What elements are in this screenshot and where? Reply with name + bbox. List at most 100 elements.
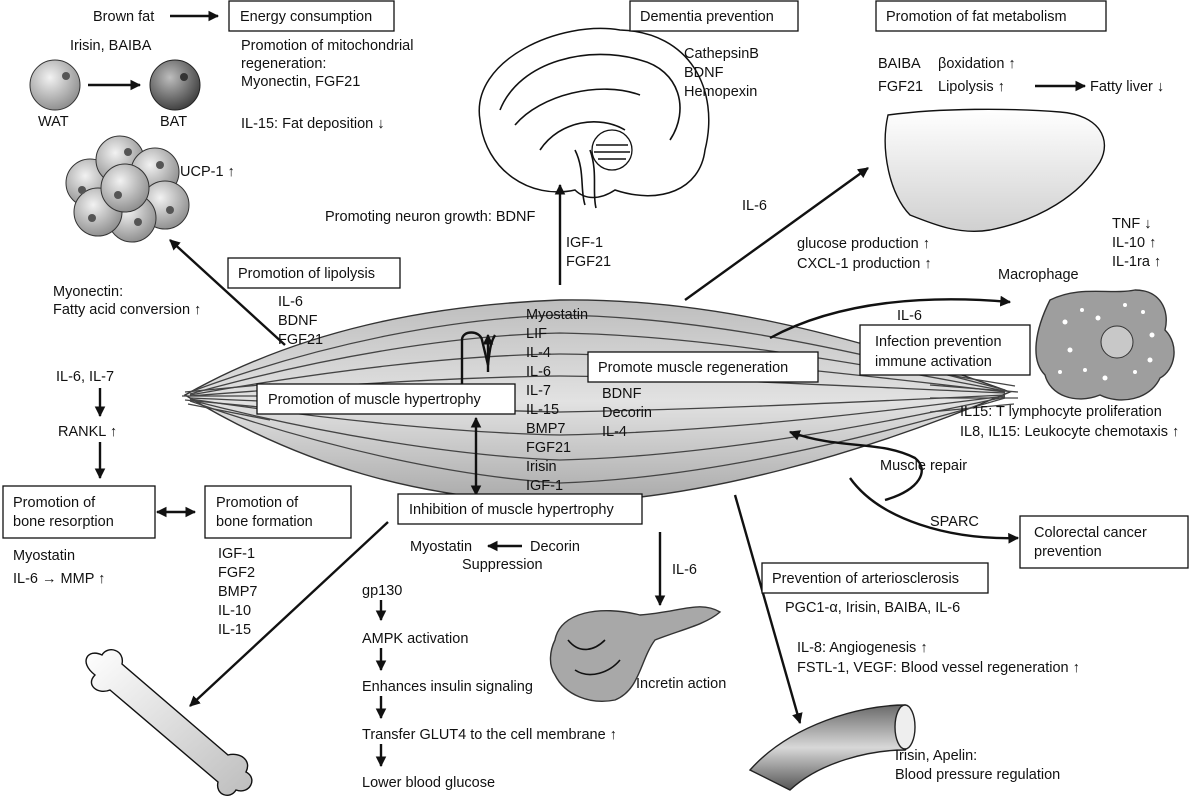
immune-il6-label: IL-6 — [897, 308, 922, 324]
myokine-item: Irisin — [526, 459, 557, 475]
bone-resorption-box — [2, 485, 156, 539]
infection-prevention-line2: immune activation — [875, 354, 992, 370]
bone-formation-item: IL-10 — [218, 603, 251, 619]
glucose-step: gp130 — [362, 583, 402, 599]
inhibition-hypertrophy-title: Inhibition of muscle hypertrophy — [409, 502, 614, 518]
brain-igf1-label: IGF-1 — [566, 235, 603, 251]
brain-fgf21-label: FGF21 — [566, 254, 611, 270]
liver-fgf21-label: FGF21 — [878, 79, 923, 95]
dementia-item: Hemopexin — [684, 84, 757, 100]
glucose-step: Lower blood glucose — [362, 775, 495, 791]
myokine-item: IL-6 — [526, 364, 551, 380]
ucp1-label: UCP-1 ↑ — [180, 164, 235, 180]
cancer-prevention-box — [1019, 515, 1189, 569]
dementia-item: BDNF — [684, 65, 724, 81]
boxes — [2, 0, 1189, 594]
inhibition-hypertrophy-box — [397, 493, 643, 525]
mito-regen-line2: regeneration: — [241, 56, 326, 72]
myokine-item: BMP7 — [526, 421, 566, 437]
muscle-repair-label: Muscle repair — [880, 458, 967, 474]
suppression-myostatin-label: Myostatin — [410, 539, 472, 555]
mito-regen-line1: Promotion of mitochondrial — [241, 38, 413, 54]
fat-metabolism-title: Promotion of fat metabolism — [886, 9, 1067, 25]
fatty-liver-label: Fatty liver ↓ — [1090, 79, 1164, 95]
macrophage-label: Macrophage — [998, 267, 1079, 283]
fat-metabolism-box — [875, 0, 1107, 32]
bone-formation-item: IL-15 — [218, 622, 251, 638]
il15-fat-deposition: IL-15: Fat deposition ↓ — [241, 116, 384, 132]
cancer-prevention-line1: Colorectal cancer — [1034, 525, 1147, 541]
lipolysis-box — [227, 257, 401, 289]
myokine-item: Myostatin — [526, 307, 588, 323]
infection-prevention-line1: Infection prevention — [875, 334, 1002, 350]
tnf-label: TNF ↓ — [1112, 216, 1151, 232]
irisin-baiba-label: Irisin, BAIBA — [70, 38, 152, 54]
blood-vessel-illustration — [748, 704, 916, 791]
muscle-illustration — [182, 299, 1019, 504]
suppression-label: Suppression — [462, 557, 543, 573]
muscle-fibers — [189, 314, 1006, 484]
myonectin-label: Myonectin: — [53, 284, 123, 300]
regen-item: IL-4 — [602, 424, 627, 440]
neuron-growth-label: Promoting neuron growth: BDNF — [325, 209, 535, 225]
energy-consumption-box — [228, 0, 395, 32]
suppression-decorin-label: Decorin — [530, 539, 580, 555]
myokine-item: LIF — [526, 326, 547, 342]
bone-formation-line1: Promotion of — [216, 495, 299, 511]
blood-pressure-label: Blood pressure regulation — [895, 767, 1060, 783]
rankl-label: RANKL ↑ — [58, 424, 117, 440]
muscle-regeneration-title: Promote muscle regeneration — [598, 360, 788, 376]
regen-item: BDNF — [602, 386, 642, 402]
il15-t-lymphocyte-label: IL15: T lymphocyte proliferation — [960, 404, 1162, 420]
regen-item: Decorin — [602, 405, 652, 421]
il6-il7-label: IL-6, IL-7 — [56, 369, 114, 385]
il8-il15-chemotaxis-label: IL8, IL15: Leukocyte chemotaxis ↑ — [960, 424, 1179, 440]
mito-regen-line3: Myonectin, FGF21 — [241, 74, 360, 90]
dementia-item: CathepsinB — [684, 46, 759, 62]
arrows — [94, 10, 1087, 768]
muscle-regeneration-box — [587, 351, 819, 383]
tendon-left — [182, 383, 271, 421]
il8-angiogenesis-label: IL-8: Angiogenesis ↑ — [797, 640, 928, 656]
myokine-item: IL-7 — [526, 383, 551, 399]
bone-formation-item: BMP7 — [218, 584, 258, 600]
muscle-hypertrophy-box — [256, 383, 516, 415]
bat-cell-icon — [149, 59, 201, 111]
glucose-step: Transfer GLUT4 to the cell membrane ↑ — [362, 727, 617, 743]
lipolysis-label: Lipolysis ↑ — [938, 79, 1005, 95]
arteriosclerosis-title: Prevention of arteriosclerosis — [772, 571, 959, 587]
macrophage-illustration — [1035, 289, 1175, 401]
brain-illustration — [478, 27, 710, 209]
lipolysis-item: FGF21 — [278, 332, 323, 348]
arteriosclerosis-box — [761, 562, 989, 594]
bone-formation-box — [204, 485, 352, 539]
pancreas-illustration — [549, 606, 722, 702]
beta-oxidation-label: βoxidation ↑ — [938, 56, 1016, 72]
bone-formation-line2: bone formation — [216, 514, 313, 530]
bone-myostatin-label: Myostatin — [13, 548, 75, 564]
bat-label: BAT — [160, 114, 187, 130]
glucose-step: Enhances insulin signaling — [362, 679, 533, 695]
liver-il6-label: IL-6 — [742, 198, 767, 214]
glucose-step: AMPK activation — [362, 631, 468, 647]
infection-prevention-box — [859, 324, 1031, 376]
incretin-label: Incretin action — [636, 676, 726, 692]
baiba-label: BAIBA — [878, 56, 921, 72]
dementia-prevention-title: Dementia prevention — [640, 9, 774, 25]
lipolysis-item: IL-6 — [278, 294, 303, 310]
dementia-prevention-box — [629, 0, 799, 32]
fstl-vegf-label: FSTL-1, VEGF: Blood vessel regeneration … — [797, 660, 1080, 676]
bone-resorption-line1: Promotion of — [13, 495, 96, 511]
il1ra-label: IL-1ra ↑ — [1112, 254, 1161, 270]
wat-cell-icon — [29, 59, 81, 111]
il10-label: IL-10 ↑ — [1112, 235, 1156, 251]
fatty-acid-label: Fatty acid conversion ↑ — [53, 302, 201, 318]
pancreas-il6-label: IL-6 — [672, 562, 697, 578]
cancer-prevention-line2: prevention — [1034, 544, 1102, 560]
bone-formation-item: IGF-1 — [218, 546, 255, 562]
brown-fat-label: Brown fat — [93, 9, 154, 25]
energy-consumption-title: Energy consumption — [240, 9, 372, 25]
bone-illustration — [85, 649, 253, 796]
liver-illustration — [884, 108, 1105, 233]
